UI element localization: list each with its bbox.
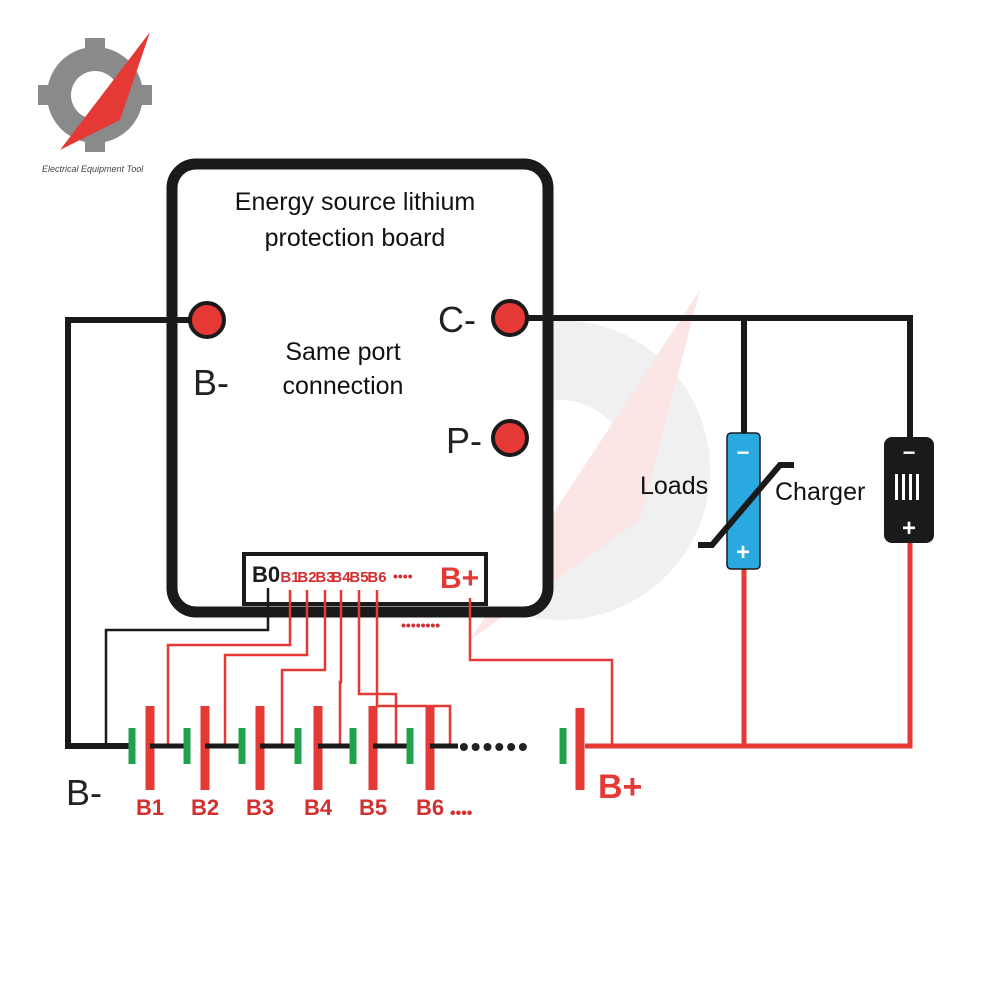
cell-label-b2: B2 xyxy=(191,795,219,820)
balance-lead-b2 xyxy=(223,590,309,746)
balance-lead-b6 xyxy=(375,590,452,746)
header-port-b4: B4 xyxy=(331,569,351,586)
header-ellipsis: •••• xyxy=(393,568,413,584)
header-port-b2: B2 xyxy=(297,569,316,586)
charger-device: − + Charger xyxy=(775,437,934,543)
header-port-b5: B5 xyxy=(349,569,368,586)
board-note-line1: Same port xyxy=(285,338,400,366)
header-port-b3: B3 xyxy=(315,569,334,586)
b-minus-battery-label: B- xyxy=(66,772,102,813)
b-plus-battery-label: B+ xyxy=(598,768,642,806)
c-minus-label: C- xyxy=(438,299,476,340)
charger-minus-sign: − xyxy=(903,440,916,465)
board-title-line2: protection board xyxy=(265,224,446,252)
loads-plus-sign: + xyxy=(736,539,750,566)
balance-leads xyxy=(166,590,452,746)
cell-b5: B5 xyxy=(318,706,387,820)
header-b-plus-label: B+ xyxy=(440,562,479,595)
red-wires xyxy=(585,542,913,749)
string-ellipsis: •••••• xyxy=(459,731,530,762)
loads-device: − + Loads xyxy=(640,432,794,570)
logo-caption: Electrical Equipment Tool xyxy=(42,164,144,174)
p-minus-terminal xyxy=(491,419,529,457)
header-port-b1: B1 xyxy=(280,569,299,586)
balance-lead-b3 xyxy=(280,590,327,746)
c-minus-wire xyxy=(527,315,913,440)
cell-b4: B4 xyxy=(260,706,333,820)
board-title-line1: Energy source lithium xyxy=(235,188,475,216)
b-minus-board-label: B- xyxy=(193,362,229,403)
header-ellipsis-below: •••••••• xyxy=(401,617,440,633)
b-plus-balance-wire xyxy=(468,598,614,746)
header-port-b6: B6 xyxy=(367,569,386,586)
battery-cells: B1 B2 B3 B4 B5 B6 xyxy=(68,706,458,820)
b-minus-terminal xyxy=(188,301,226,339)
charger-label: Charger xyxy=(775,478,865,506)
c-minus-terminal xyxy=(491,299,529,337)
loads-body xyxy=(726,432,761,570)
cell-label-b3: B3 xyxy=(246,795,274,820)
cell-label-b5: B5 xyxy=(359,795,387,820)
balance-header xyxy=(242,552,488,606)
board-note-line2: connection xyxy=(283,372,404,400)
gear-logo-icon xyxy=(38,32,152,152)
balance-lead-b4 xyxy=(338,590,343,746)
cell-label-b6: B6 xyxy=(416,795,444,820)
charger-plus-sign: + xyxy=(902,515,916,542)
balance-lead-b1 xyxy=(166,590,292,746)
p-minus-label: P- xyxy=(446,420,482,461)
loads-minus-sign: − xyxy=(737,440,750,465)
loads-label: Loads xyxy=(640,472,708,500)
loads-variable-arrow-icon xyxy=(698,462,794,548)
cell-label-b4: B4 xyxy=(304,795,333,820)
cells-ellipsis: •••• xyxy=(450,805,473,822)
header-port-b0: B0 xyxy=(252,562,280,587)
b-plus-main-wire xyxy=(585,542,913,749)
charger-indicator-icon xyxy=(895,474,919,500)
cell-label-b1: B1 xyxy=(136,795,164,820)
b0-lead-wire xyxy=(104,588,270,746)
